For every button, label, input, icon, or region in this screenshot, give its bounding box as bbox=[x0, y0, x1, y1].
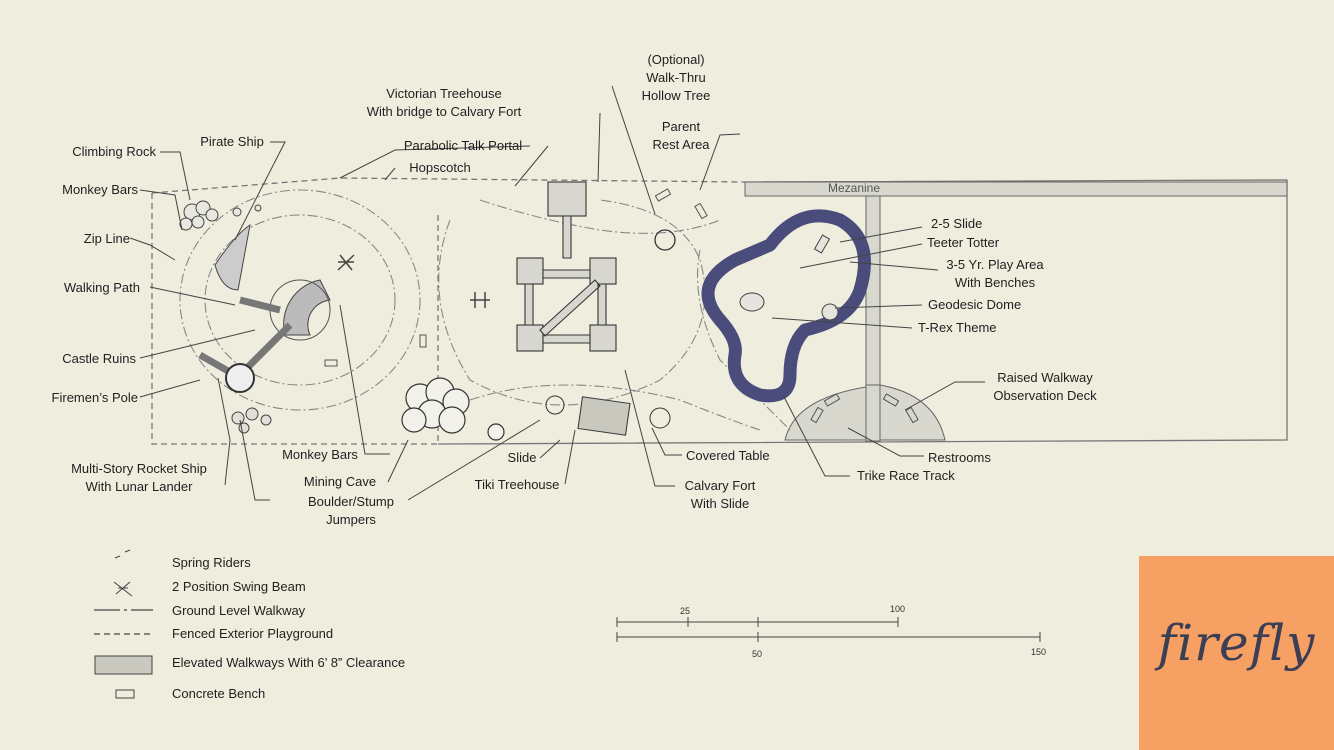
rocket-ship bbox=[225, 363, 255, 393]
legend-item-concrete-bench: Concrete Bench bbox=[172, 686, 266, 701]
scale-tick-50: 50 bbox=[752, 649, 763, 659]
label-walk-thru-tree: (Optional) Walk-Thru Hollow Tree bbox=[641, 52, 711, 103]
toddler-play-area bbox=[739, 234, 839, 321]
trike-race-track bbox=[701, 209, 871, 403]
label-3-5-play-area: 3-5 Yr. Play Area With Benches bbox=[946, 257, 1044, 290]
legend-symbols bbox=[94, 549, 153, 699]
label-t-rex-theme: T-Rex Theme bbox=[918, 320, 997, 335]
label-victorian-treehouse: Victorian Treehouse With bridge to Calva… bbox=[366, 86, 522, 119]
pirate-ship bbox=[214, 223, 251, 291]
castle-ruins bbox=[283, 279, 331, 336]
hollow-tree bbox=[654, 229, 676, 251]
logo-text: firefly bbox=[1157, 614, 1316, 672]
legend-item-elevated-walkway: Elevated Walkways With 6’ 8” Clearance bbox=[172, 655, 406, 670]
scale-tick-25: 25 bbox=[680, 606, 691, 616]
tiki-treehouse bbox=[545, 395, 671, 436]
legend-item-swing-beam: 2 Position Swing Beam bbox=[172, 579, 306, 594]
label-rocket-ship: Multi-Story Rocket Ship With Lunar Lande… bbox=[71, 461, 207, 494]
label-walking-path: Walking Path bbox=[63, 280, 140, 295]
label-firemens-pole: Firemen’s Pole bbox=[51, 390, 138, 405]
label-boulder-stump: Boulder/Stump Jumpers bbox=[308, 494, 394, 527]
toddler-area-boundary bbox=[437, 179, 1288, 445]
legend-item-spring-riders: Spring Riders bbox=[172, 555, 251, 570]
label-monkey-bars-bottom: Monkey Bars bbox=[282, 447, 358, 462]
label-mining-cave: Mining Cave bbox=[303, 474, 377, 489]
label-restrooms: Restrooms bbox=[928, 450, 991, 465]
label-monkey-bars-top: Monkey Bars bbox=[62, 182, 138, 197]
benches bbox=[324, 188, 919, 424]
fenced-boundary bbox=[151, 177, 746, 445]
label-pirate-ship: Pirate Ship bbox=[200, 134, 264, 149]
scale-tick-100: 100 bbox=[890, 604, 906, 614]
label-zip-line: Zip Line bbox=[83, 231, 130, 246]
label-slide: Slide bbox=[507, 450, 537, 465]
label-castle-ruins: Castle Ruins bbox=[62, 351, 136, 366]
label-hopscotch: Hopscotch bbox=[409, 160, 471, 175]
label-tiki-treehouse: Tiki Treehouse bbox=[474, 477, 560, 492]
legend-item-fenced-playground: Fenced Exterior Playground bbox=[172, 626, 334, 641]
calvary-fort bbox=[516, 181, 617, 352]
label-mezzanine: Mezanine bbox=[828, 181, 881, 195]
label-2-5-slide: 2-5 Slide bbox=[931, 216, 983, 231]
firefly-logo: firefly bbox=[1139, 556, 1334, 750]
ground-walkway bbox=[179, 189, 791, 431]
swing-beams bbox=[337, 254, 490, 308]
raised-walkway bbox=[744, 181, 1288, 442]
label-covered-table: Covered Table bbox=[686, 448, 770, 463]
scale-tick-150: 150 bbox=[1031, 647, 1047, 657]
label-parent-rest-area: Parent Rest Area bbox=[652, 119, 710, 152]
label-parabolic-talk-portal: Parabolic Talk Portal bbox=[403, 138, 523, 153]
mining-cave bbox=[401, 377, 505, 441]
label-trike-race-track: Trike Race Track bbox=[857, 468, 955, 483]
label-geodesic-dome: Geodesic Dome bbox=[928, 297, 1022, 312]
climbing-rock bbox=[179, 200, 262, 231]
legend-item-ground-walkway: Ground Level Walkway bbox=[172, 603, 306, 618]
label-raised-walkway: Raised Walkway Observation Deck bbox=[993, 370, 1097, 403]
label-climbing-rock: Climbing Rock bbox=[72, 144, 156, 159]
leader-lines bbox=[129, 85, 985, 501]
label-teeter-totter: Teeter Totter bbox=[927, 235, 1000, 250]
label-calvary-fort: Calvary Fort With Slide bbox=[684, 478, 756, 511]
monkey-bars-bottom bbox=[231, 407, 272, 434]
scale-bar bbox=[616, 617, 1041, 642]
